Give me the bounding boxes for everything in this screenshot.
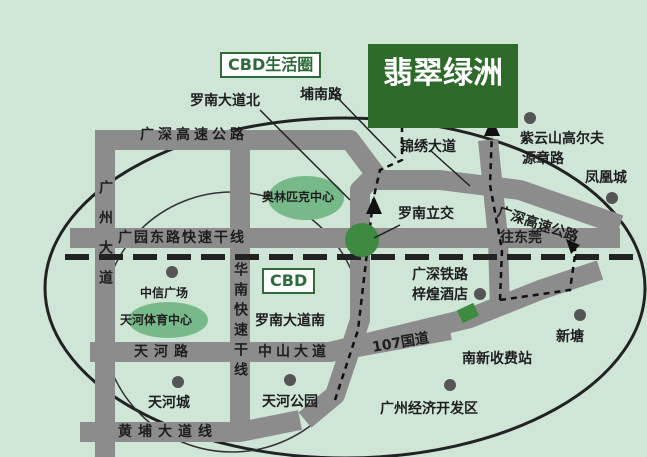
label-yuanzhang-road: 源章路	[522, 151, 564, 167]
xintang-dot	[574, 309, 586, 321]
label-punan-road: 埔南路	[300, 87, 342, 103]
label-luonan-north: 罗南大道北	[190, 93, 260, 109]
label-tianhe-park: 天河公园	[262, 394, 318, 410]
cbd-circle-label: CBD生活圈	[220, 52, 322, 78]
fenghuang-dot	[606, 192, 618, 204]
label-zihuang-hotel: 梓煌酒店	[412, 287, 468, 303]
label-dev-zone: 广州经济开发区	[380, 401, 478, 417]
label-luonan-south: 罗南大道南	[255, 313, 325, 329]
label-nanxin-toll: 南新收费站	[462, 351, 532, 367]
route-punan	[370, 112, 404, 206]
route-jinxiu	[488, 129, 504, 301]
label-tianhe-road: 天河路	[134, 344, 194, 360]
label-citic-plaza: 中信广场	[140, 286, 189, 300]
arrow-luonan	[366, 196, 382, 214]
label-fenghuang-city: 凤凰城	[585, 170, 627, 186]
label-tianhe-sports: 天河体育中心	[120, 313, 193, 327]
label-guangyuan-express: 广园东路快速干线	[118, 230, 246, 246]
luonan-interchange-marker	[345, 223, 379, 257]
label-huangpu-avenue: 黄埔大道线	[118, 424, 218, 440]
label-xintang: 新塘	[556, 329, 584, 345]
label-zhongshan-avenue: 中山大道	[258, 344, 330, 360]
cbd-label: CBD	[262, 268, 316, 294]
label-olympic-center: 奥林匹克中心	[262, 190, 335, 204]
road-guangshen-highway-west	[95, 130, 624, 235]
outer-ellipse	[43, 116, 647, 457]
road-huangpu-avenue	[80, 410, 302, 442]
citic-plaza-dot	[166, 266, 178, 278]
nanxin-toll-marker	[456, 302, 480, 324]
label-guangshen-highway-west: 广深高速公路	[140, 127, 248, 143]
label-to-dongguan: 往东莞	[500, 230, 542, 246]
label-jinxiu-avenue: 锦绣大道	[400, 139, 456, 155]
label-tianhe-city: 天河城	[148, 395, 190, 411]
road-luonan	[298, 162, 388, 428]
label-luonan-interchange: 罗南立交	[398, 206, 454, 222]
dev-zone-dot	[444, 379, 456, 391]
tianhe-park-dot	[284, 374, 296, 386]
ziyunshan-dot	[524, 112, 536, 124]
arrow-guangshen-e	[566, 239, 580, 254]
zihuang-hotel-dot	[474, 288, 486, 300]
title-box: 翡翠绿洲	[368, 44, 518, 128]
label-huanan-express: 华南快速干线	[232, 262, 248, 382]
label-guangzhou-avenue: 广州大道	[97, 180, 113, 300]
label-guangshen-railway: 广深铁路	[412, 267, 468, 283]
olympic-center-blob	[268, 176, 344, 220]
tianhe-sports-blob	[128, 302, 208, 338]
tianhe-city-dot	[172, 376, 184, 388]
label-ziyunshan: 紫云山高尔夫	[520, 131, 604, 147]
